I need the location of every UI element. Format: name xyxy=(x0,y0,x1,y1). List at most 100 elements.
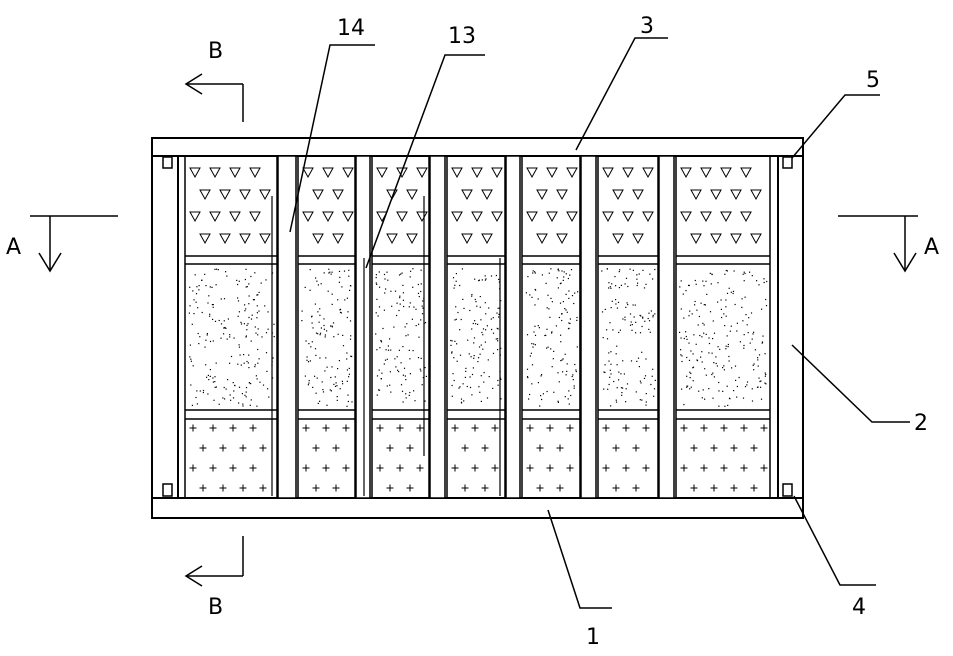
stipple-dot xyxy=(327,367,328,368)
stipple-dot xyxy=(608,287,609,288)
label-4: 4 xyxy=(852,595,866,620)
leader-2 xyxy=(792,345,910,422)
stipple-dot xyxy=(404,368,405,369)
stipple-dot xyxy=(553,392,554,393)
stipple-dot xyxy=(725,306,726,307)
stipple-dot xyxy=(213,382,214,383)
triangle-mark xyxy=(200,190,210,199)
stipple-dot xyxy=(458,388,459,389)
stipple-dot xyxy=(708,352,709,353)
stipple-dot xyxy=(470,376,471,377)
stipple-dot xyxy=(319,357,320,358)
stipple-dot xyxy=(683,404,684,405)
stipple-dot xyxy=(451,351,452,352)
stipple-dot xyxy=(722,367,723,368)
stipple-dot xyxy=(314,376,315,377)
stipple-dot xyxy=(213,400,214,401)
stipple-dot xyxy=(197,307,198,308)
lug-bottom-right xyxy=(783,484,792,496)
stipple-dot xyxy=(630,313,631,314)
stipple-dot xyxy=(337,299,338,300)
stipple-dot xyxy=(413,307,414,308)
stipple-dot xyxy=(731,367,732,368)
stipple-dot xyxy=(681,355,682,356)
stipple-dot xyxy=(692,313,693,314)
stipple-dot xyxy=(616,353,617,354)
stipple-dot xyxy=(485,280,486,281)
stipple-dot xyxy=(329,272,330,273)
stipple-dot xyxy=(718,346,719,347)
stipple-dot xyxy=(744,272,745,273)
stipple-dot xyxy=(198,289,199,290)
outer-frame xyxy=(152,138,803,518)
stipple-dot xyxy=(570,318,571,319)
stipple-dot xyxy=(493,353,494,354)
stipple-dot xyxy=(238,300,239,301)
stipple-dot xyxy=(337,400,338,401)
stipple-dot xyxy=(744,280,745,281)
stipple-dot xyxy=(459,386,460,387)
stipple-dot xyxy=(246,387,247,388)
stipple-dot xyxy=(475,299,476,300)
triangle-mark xyxy=(741,168,751,177)
stipple-dot xyxy=(755,349,756,350)
stipple-dot xyxy=(758,366,759,367)
stipple-dot xyxy=(189,305,190,306)
stipple-dot xyxy=(246,392,247,393)
stipple-dot xyxy=(497,338,498,339)
stipple-dot xyxy=(189,287,190,288)
stipple-dot xyxy=(603,337,604,338)
stipple-dot xyxy=(331,366,332,367)
stipple-dot xyxy=(745,314,746,315)
stipple-dot xyxy=(688,343,689,344)
stipple-dot xyxy=(539,327,540,328)
stipple-dot xyxy=(693,353,694,354)
stipple-dot xyxy=(258,311,259,312)
stipple-dot xyxy=(196,293,197,294)
stipple-dot xyxy=(721,299,722,300)
triangle-mark xyxy=(240,234,250,243)
stipple-dot xyxy=(312,327,313,328)
stipple-dot xyxy=(339,282,340,283)
stipple-dot xyxy=(208,375,209,376)
stipple-dot xyxy=(246,361,247,362)
stipple-dot xyxy=(627,383,628,384)
stipple-dot xyxy=(461,319,462,320)
stipple-dot xyxy=(711,374,712,375)
stipple-dot xyxy=(312,322,313,323)
cells xyxy=(185,156,770,498)
stipple-dot xyxy=(350,339,351,340)
stipple-dot xyxy=(731,326,732,327)
stipple-dot xyxy=(351,356,352,357)
stipple-dot xyxy=(254,299,255,300)
stipple-dot xyxy=(339,277,340,278)
stipple-dot xyxy=(257,312,258,313)
stipple-dot xyxy=(742,298,743,299)
stipple-dot xyxy=(341,286,342,287)
stipple-dot xyxy=(236,280,237,281)
triangle-mark xyxy=(547,212,557,221)
stipple-dot xyxy=(747,381,748,382)
stipple-dot xyxy=(349,374,350,375)
stipple-dot xyxy=(624,317,625,318)
stipple-dot xyxy=(346,406,347,407)
triangle-mark xyxy=(633,234,643,243)
stipple-dot xyxy=(765,299,766,300)
stipple-dot xyxy=(547,307,548,308)
stipple-dot xyxy=(379,347,380,348)
stipple-dot xyxy=(642,318,643,319)
stipple-dot xyxy=(457,361,458,362)
stipple-dot xyxy=(569,275,570,276)
triangle-mark xyxy=(603,168,613,177)
stipple-dot xyxy=(608,282,609,283)
stipple-dot xyxy=(488,359,489,360)
stipple-dot xyxy=(561,320,562,321)
stipple-dot xyxy=(346,352,347,353)
stipple-dot xyxy=(386,349,387,350)
stipple-dot xyxy=(401,362,402,363)
stipple-dot xyxy=(379,390,380,391)
leader-lines xyxy=(290,38,910,608)
stipple-dot xyxy=(207,334,208,335)
triangle-mark xyxy=(613,234,623,243)
stipple-dot xyxy=(457,312,458,313)
